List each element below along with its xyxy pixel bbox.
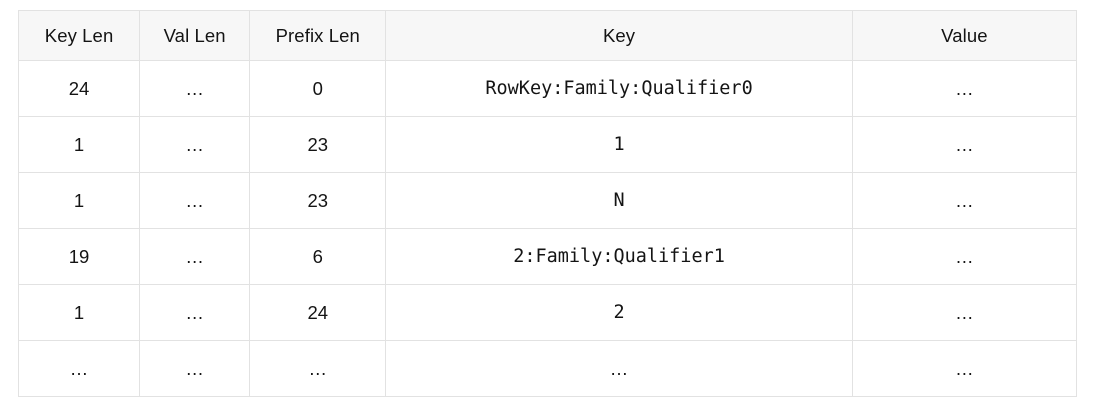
key-value-table-container: Key Len Val Len Prefix Len Key Value 24 … bbox=[17, 10, 1078, 397]
table-row: … … … … … bbox=[17, 340, 1078, 397]
cell-key: … bbox=[385, 340, 853, 397]
cell-value: … bbox=[851, 60, 1078, 117]
cell-prefix-len: 6 bbox=[249, 228, 387, 285]
cell-prefix-len: … bbox=[249, 340, 387, 397]
column-header-prefix-len: Prefix Len bbox=[249, 10, 387, 61]
cell-val-len: … bbox=[139, 228, 251, 285]
cell-key: RowKey:Family:Qualifier0 bbox=[385, 60, 853, 117]
column-header-val-len: Val Len bbox=[139, 10, 251, 61]
cell-key-len: 1 bbox=[17, 172, 141, 229]
table-body: 24 … 0 RowKey:Family:Qualifier0 … 1 … 23… bbox=[17, 60, 1078, 397]
cell-key: 2:Family:Qualifier1 bbox=[385, 228, 853, 285]
cell-val-len: … bbox=[139, 284, 251, 341]
cell-key-len: 1 bbox=[17, 116, 141, 173]
table-header: Key Len Val Len Prefix Len Key Value bbox=[17, 10, 1078, 61]
cell-val-len: … bbox=[139, 340, 251, 397]
table-row: 1 … 23 1 … bbox=[17, 116, 1078, 173]
cell-key: 2 bbox=[385, 284, 853, 341]
cell-key-len: 24 bbox=[17, 60, 141, 117]
table-row: 19 … 6 2:Family:Qualifier1 … bbox=[17, 228, 1078, 285]
cell-value: … bbox=[851, 340, 1078, 397]
table-row: 24 … 0 RowKey:Family:Qualifier0 … bbox=[17, 60, 1078, 117]
cell-prefix-len: 0 bbox=[249, 60, 387, 117]
cell-key-len: … bbox=[17, 340, 141, 397]
cell-value: … bbox=[851, 284, 1078, 341]
table-row: 1 … 24 2 … bbox=[17, 284, 1078, 341]
cell-val-len: … bbox=[139, 60, 251, 117]
cell-key-len: 19 bbox=[17, 228, 141, 285]
cell-key-len: 1 bbox=[17, 284, 141, 341]
cell-key: N bbox=[385, 172, 853, 229]
column-header-value: Value bbox=[851, 10, 1078, 61]
cell-val-len: … bbox=[139, 116, 251, 173]
column-header-key-len: Key Len bbox=[17, 10, 141, 61]
cell-val-len: … bbox=[139, 172, 251, 229]
table-row: 1 … 23 N … bbox=[17, 172, 1078, 229]
cell-value: … bbox=[851, 228, 1078, 285]
cell-key: 1 bbox=[385, 116, 853, 173]
table-header-row: Key Len Val Len Prefix Len Key Value bbox=[17, 10, 1078, 61]
cell-value: … bbox=[851, 172, 1078, 229]
column-header-key: Key bbox=[385, 10, 853, 61]
cell-prefix-len: 24 bbox=[249, 284, 387, 341]
key-value-table: Key Len Val Len Prefix Len Key Value 24 … bbox=[17, 10, 1078, 397]
cell-prefix-len: 23 bbox=[249, 116, 387, 173]
cell-value: … bbox=[851, 116, 1078, 173]
cell-prefix-len: 23 bbox=[249, 172, 387, 229]
